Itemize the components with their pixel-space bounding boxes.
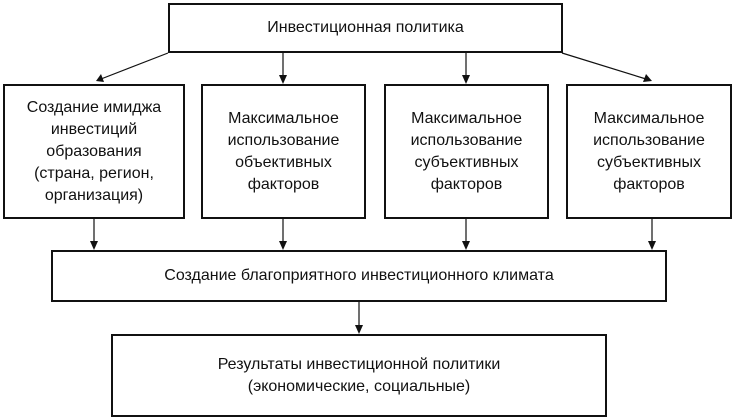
- arrow-climate-to-results: [355, 302, 363, 334]
- factor-label-subjective-factors-1: Максимальное использование субъективных …: [410, 109, 523, 193]
- investment-policy-label: Инвестиционная политика: [267, 19, 464, 36]
- factor-box-objective-factors: Максимальное использование объективных ф…: [201, 84, 366, 219]
- policy-results-label: Результаты инвестиционной политики (экон…: [217, 355, 501, 395]
- factor-label-image-creation: Создание имиджа инвестиций образования (…: [26, 98, 162, 204]
- arrow-top-to-factor-1: [96, 52, 169, 82]
- arrow-factor-4-to-climate: [648, 219, 656, 250]
- factor-label-objective-factors: Максимальное использование объективных ф…: [227, 109, 340, 193]
- factor-box-subjective-factors-2: Максимальное использование субъективных …: [566, 84, 732, 219]
- investment-climate-box: Создание благоприятного инвестиционного …: [51, 250, 667, 302]
- arrow-factor-2-to-climate: [279, 219, 287, 250]
- policy-results-box: Результаты инвестиционной политики (экон…: [111, 334, 607, 417]
- factor-box-subjective-factors-1: Максимальное использование субъективных …: [384, 84, 549, 219]
- factor-box-image-creation: Создание имиджа инвестиций образования (…: [3, 84, 185, 219]
- arrow-factor-1-to-climate: [90, 219, 98, 250]
- investment-climate-label: Создание благоприятного инвестиционного …: [164, 267, 554, 284]
- arrow-factor-3-to-climate: [462, 219, 470, 250]
- arrow-top-to-factor-2: [279, 53, 287, 84]
- arrow-top-to-factor-4: [561, 52, 652, 82]
- arrow-top-to-factor-3: [462, 53, 470, 84]
- factor-label-subjective-factors-2: Максимальное использование субъективных …: [593, 109, 705, 193]
- investment-policy-box: Инвестиционная политика: [168, 3, 563, 53]
